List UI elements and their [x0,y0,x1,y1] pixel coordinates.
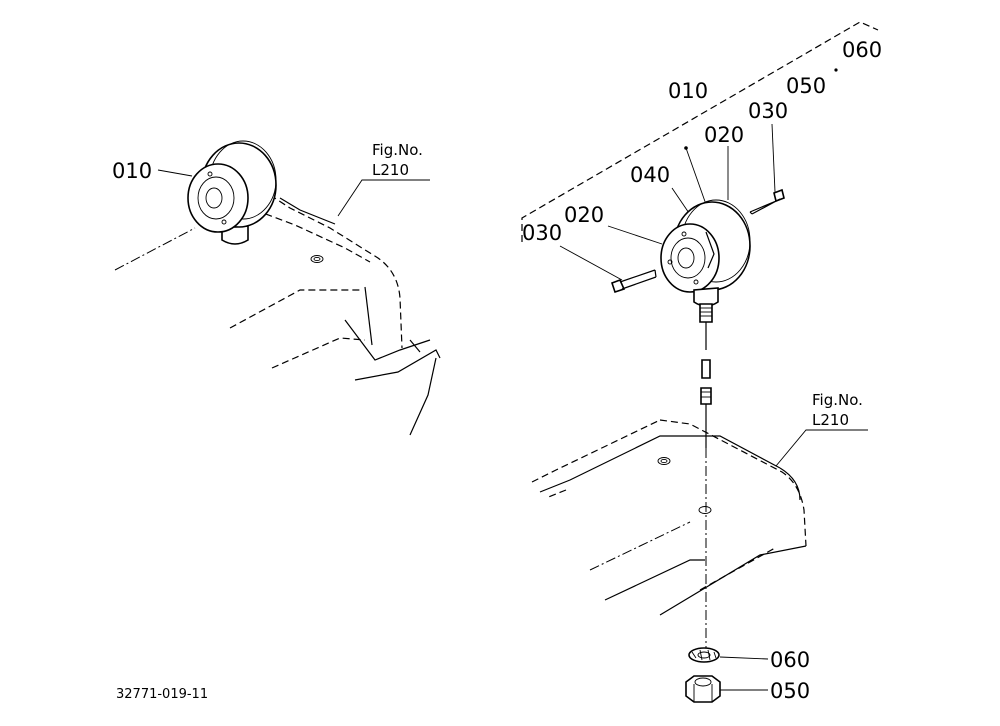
group-label-060: 060 [842,38,882,62]
callout-030-upper-label: 030 [748,99,788,123]
right-view: 010 050 060 020 030 040 020 030 [521,21,882,703]
nut-050 [685,675,721,703]
left-fig-label: Fig.No. [372,141,423,159]
left-fig-number: L210 [372,161,409,179]
callout-020-upper-label: 020 [704,123,744,147]
callout-050-label: 050 [770,679,810,703]
right-lamp-assembly [660,199,751,307]
left-callout-010-label: 010 [112,159,152,183]
group-label-010: 010 [668,79,708,103]
callout-030-lower: 030 [522,221,623,281]
screw-upper [749,188,785,215]
callout-040-label: 040 [630,163,670,187]
left-fender-outline [114,194,441,436]
callout-050: 050 [720,679,810,703]
right-fig-number: L210 [812,411,849,429]
callout-020-lower-label: 020 [564,203,604,227]
stud-assembly [699,303,713,648]
left-callout-010-leader [157,169,193,177]
group-labels: 010 050 060 [668,38,882,103]
callout-040: 040 [630,146,711,245]
callout-020-upper: 020 [704,123,744,200]
callout-060: 060 [719,648,810,672]
left-fig-leader [337,179,430,217]
right-fig-leader [775,429,868,467]
callout-030-upper-leader [771,123,776,193]
group-dot [834,68,838,72]
drawing-code: 32771-019-11 [116,687,208,702]
group-label-050: 050 [786,74,826,98]
callout-060-label: 060 [770,648,810,672]
callout-020-lower: 020 [564,203,663,245]
callout-060-leader [719,656,769,660]
right-fender-outline [531,419,807,616]
callout-020-lower-leader [607,225,663,245]
callout-030-lower-label: 030 [522,221,562,245]
callout-030-lower-leader [559,245,623,281]
left-lamp-assembly [187,140,277,245]
left-fig-reference: Fig.No. L210 [337,141,430,217]
right-fig-label: Fig.No. [812,391,863,409]
screw-lower [610,269,657,294]
group-bracket [521,21,879,242]
left-view: 010 Fig.No. L210 [112,140,441,436]
callout-030-upper: 030 [748,99,788,193]
left-callout-010: 010 [112,159,193,183]
right-fig-reference: Fig.No. L210 [775,391,868,467]
washer-060 [688,647,720,663]
